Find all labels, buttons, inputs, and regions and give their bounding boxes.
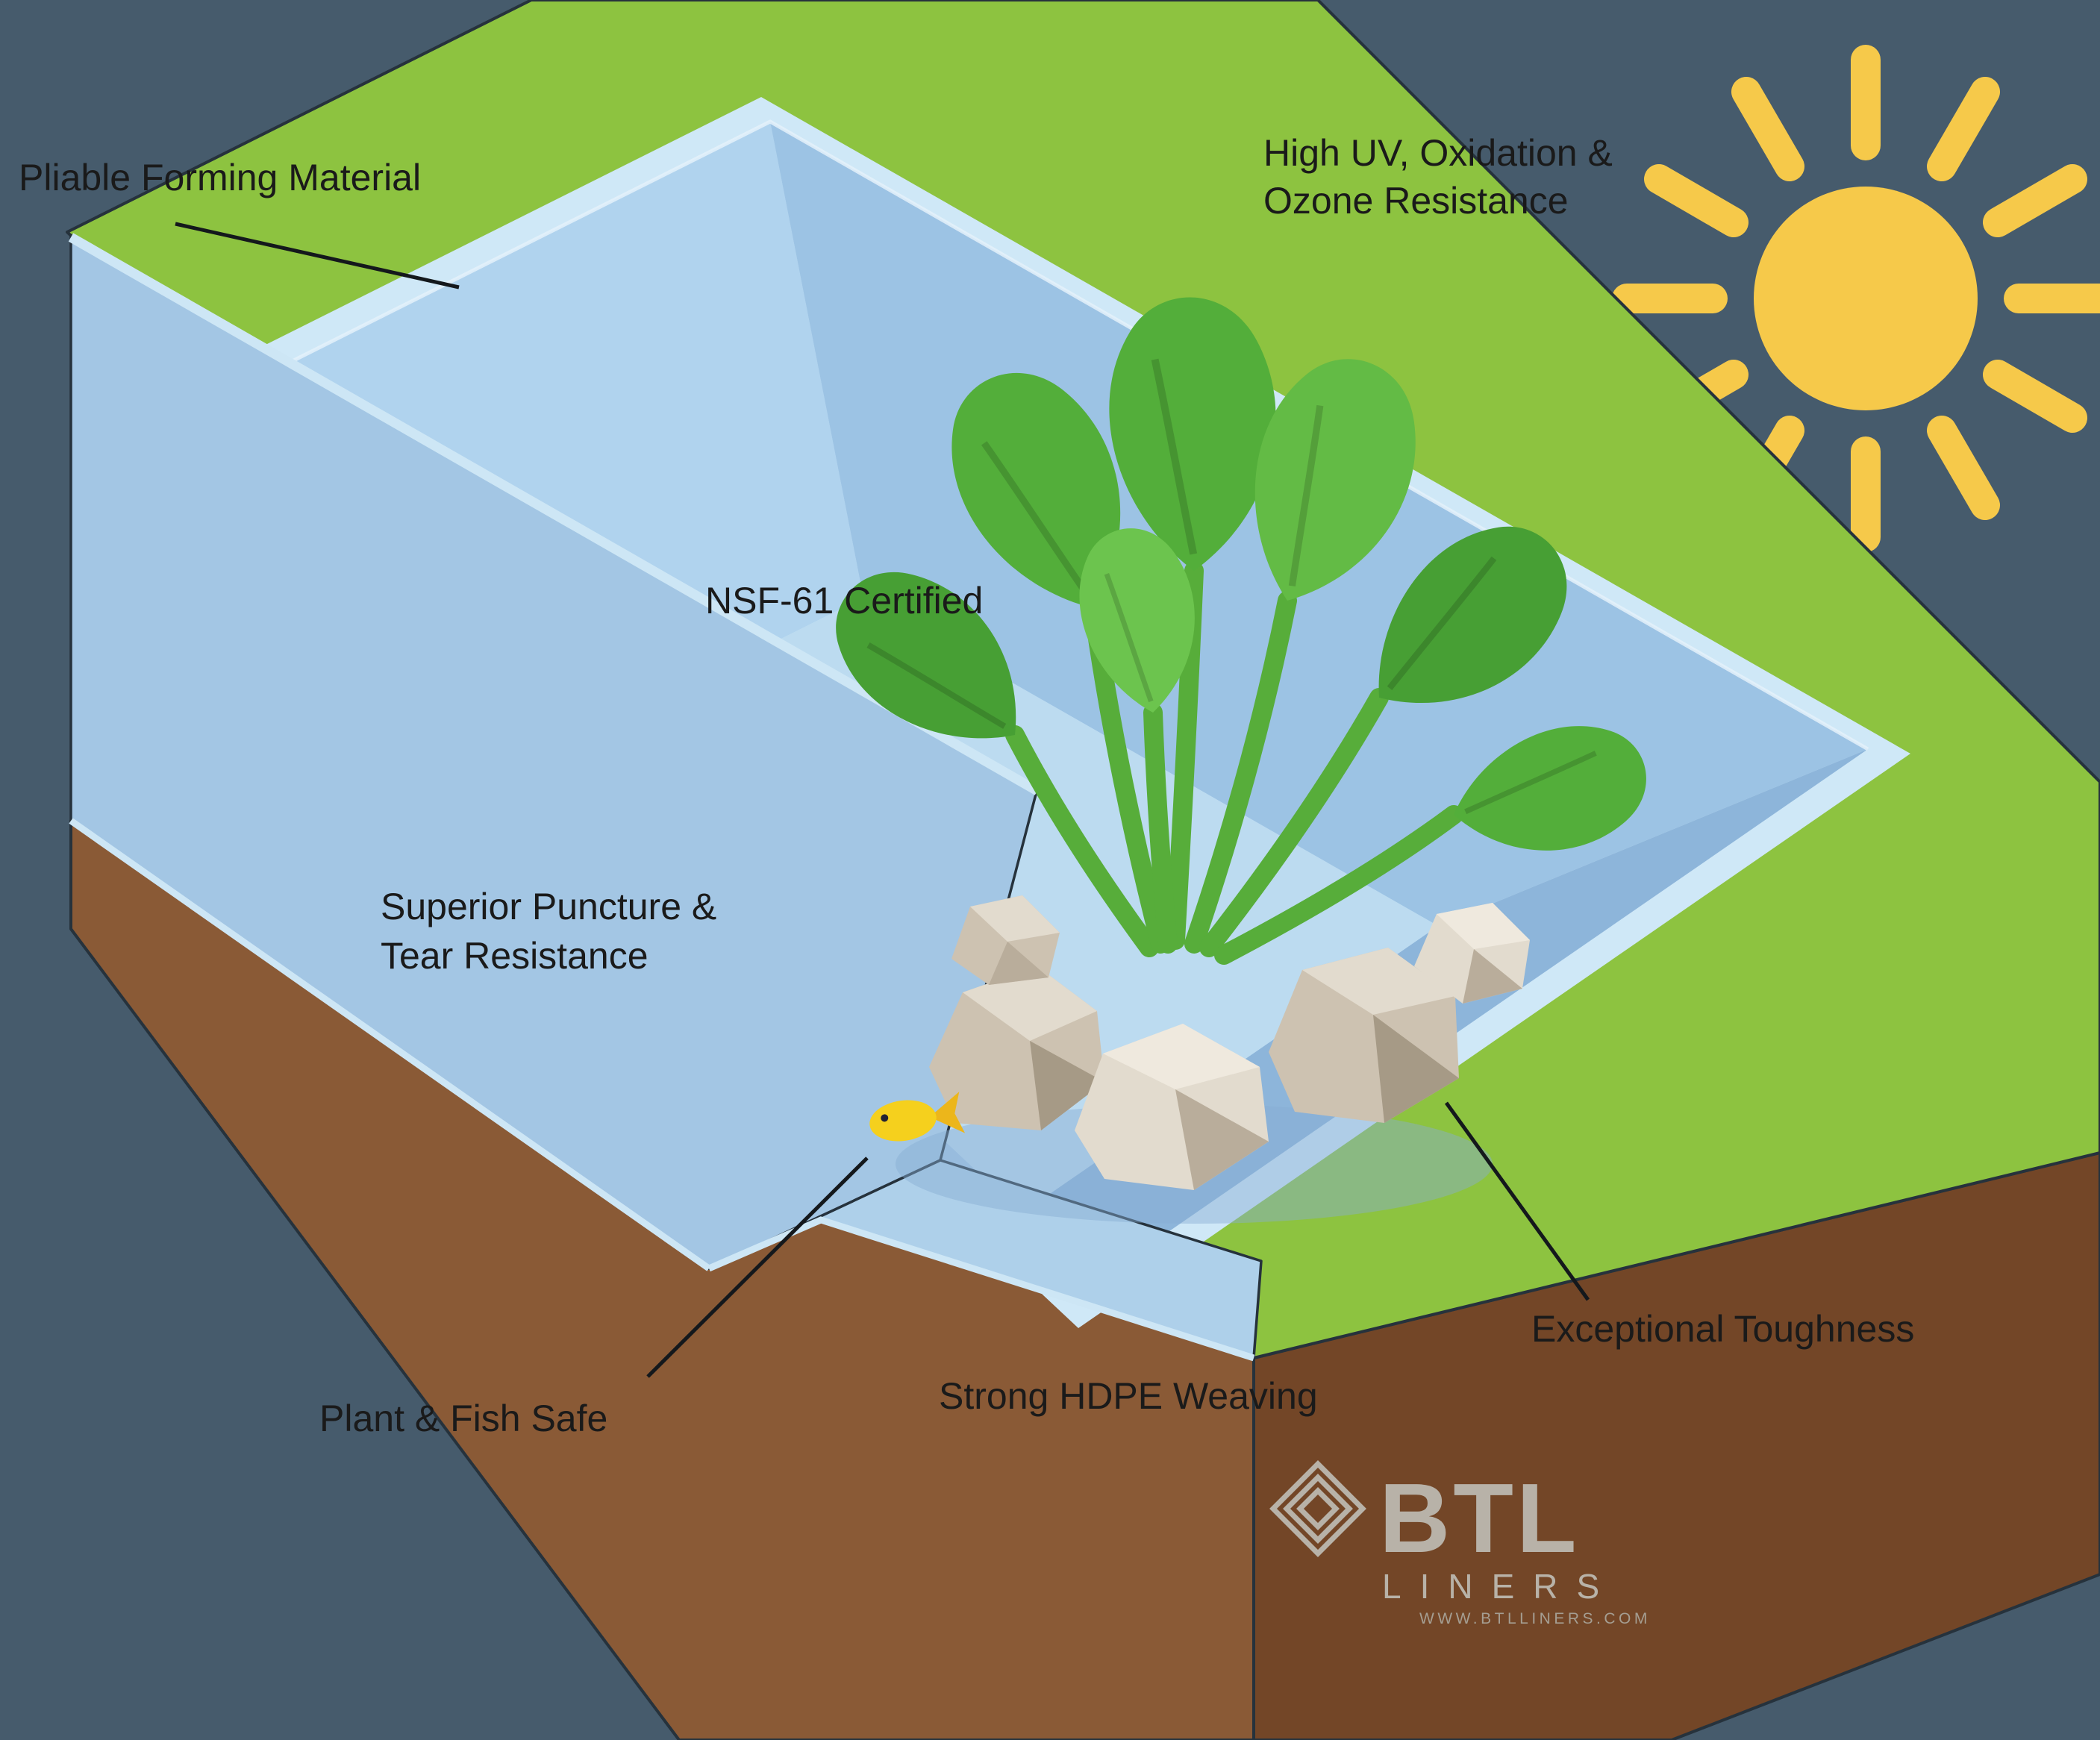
rock [951,895,1060,985]
label-plant-fish-safe: Plant & Fish Safe [319,1398,607,1439]
liner-edge-shelf [707,1216,1255,1362]
rock [1269,948,1459,1123]
fish-icon [869,1092,966,1142]
logo-brand-text: BTL [1379,1463,1580,1573]
rock [1414,903,1530,1004]
logo-diamond-icon [1269,1460,1366,1557]
label-strong-hdpe: Strong HDPE Weaving [939,1375,1318,1417]
label-high-uv-line2: Ozone Resistance [1263,180,1569,222]
label-puncture-line1: Superior Puncture & [381,886,716,927]
btl-liners-logo: BTL LINERS WWW.BTLLINERS.COM [1269,1460,1651,1627]
logo-url-text: WWW.BTLLINERS.COM [1419,1610,1651,1627]
rock-cluster [929,895,1530,1190]
leader-line-pliable [175,222,460,290]
liner-edge-cut-bottom [69,818,711,1271]
rock [1075,1024,1269,1190]
label-high-uv-line1: High UV, Oxidation & [1263,132,1613,174]
logo-subtitle-text: LINERS [1382,1567,1618,1606]
sun-body [1754,187,1978,410]
label-nsf-certified: NSF-61 Certified [705,580,983,622]
rock [929,966,1104,1130]
sun-icon [1612,45,2100,552]
label-puncture-line2: Tear Resistance [381,935,649,977]
leader-line-plant-fish [646,1157,869,1378]
label-exceptional-toughness: Exceptional Toughness [1531,1308,1914,1350]
leader-line-toughness [1444,1101,1590,1301]
label-pliable-forming-material: Pliable Forming Material [19,157,421,198]
leader-lines [175,222,1590,1378]
